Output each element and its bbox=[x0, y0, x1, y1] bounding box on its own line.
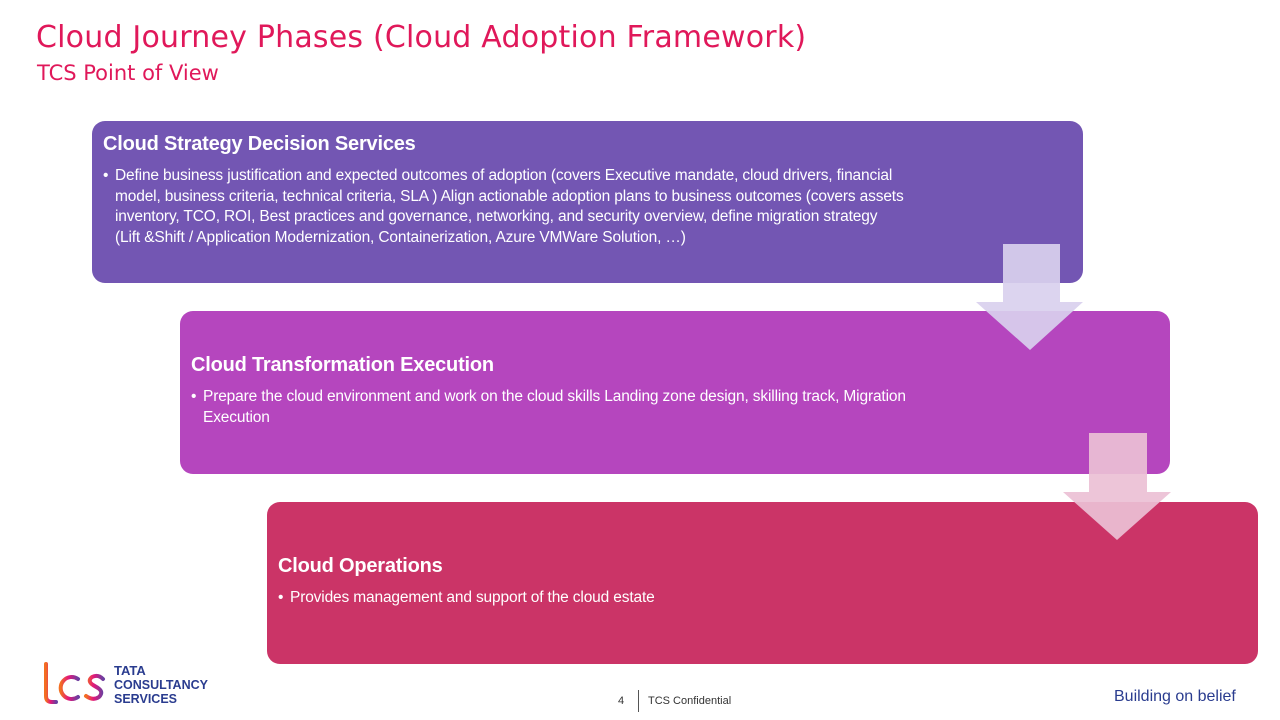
phase-transformation-box: Cloud Transformation Execution • Prepare… bbox=[180, 311, 1170, 474]
bullet-marker: • bbox=[103, 167, 109, 184]
company-logo-text: TATA CONSULTANCY SERVICES bbox=[114, 663, 208, 707]
phase-bullet-text: Define business justification and expect… bbox=[115, 167, 904, 246]
down-arrow-icon bbox=[976, 244, 1083, 350]
phase-strategy-box: Cloud Strategy Decision Services • Defin… bbox=[92, 121, 1083, 283]
bullet-marker: • bbox=[278, 589, 284, 606]
brand-tagline: Building on belief bbox=[1114, 688, 1236, 705]
phase-bullet-text: Prepare the cloud environment and work o… bbox=[203, 388, 906, 426]
down-arrow-icon bbox=[1063, 433, 1171, 540]
phase-bullet-text: Provides management and support of the c… bbox=[290, 589, 655, 606]
phase-bullet: • Provides management and support of the… bbox=[278, 588, 1090, 609]
logo-line: SERVICES bbox=[114, 692, 177, 706]
page-title: Cloud Journey Phases (Cloud Adoption Fra… bbox=[36, 20, 807, 55]
bullet-marker: • bbox=[191, 388, 197, 405]
page-subtitle: TCS Point of View bbox=[37, 61, 219, 85]
phase-bullet: • Prepare the cloud environment and work… bbox=[191, 387, 933, 428]
logo-line: TATA bbox=[114, 663, 146, 678]
phase-title: Cloud Operations bbox=[278, 555, 443, 577]
page-number: 4 bbox=[618, 695, 625, 707]
confidentiality-label: TCS Confidential bbox=[648, 695, 732, 707]
tcs-logo-icon bbox=[40, 662, 105, 704]
phase-bullet: • Define business justification and expe… bbox=[103, 166, 905, 248]
phase-title: Cloud Transformation Execution bbox=[191, 354, 494, 376]
footer-divider bbox=[638, 690, 639, 712]
phase-title: Cloud Strategy Decision Services bbox=[103, 133, 416, 155]
phase-operations-box: Cloud Operations • Provides management a… bbox=[267, 502, 1258, 664]
logo-line: CONSULTANCY bbox=[114, 678, 208, 692]
